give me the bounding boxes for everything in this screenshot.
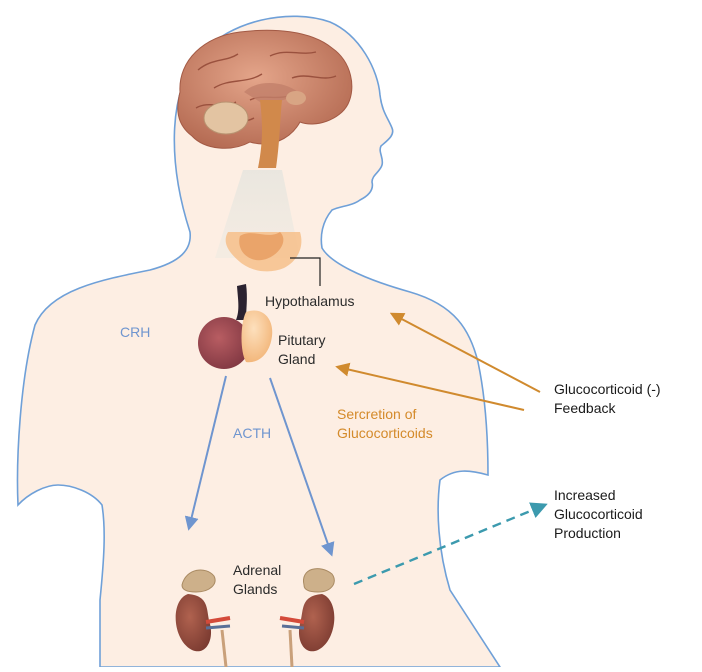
increased-label-line3: Production [554, 524, 621, 543]
secretion-label-line2: Glucocorticoids [337, 424, 433, 443]
increased-label-line2: Glucocorticoid [554, 505, 643, 524]
feedback-label-line1: Glucocorticoid (-) [554, 380, 661, 399]
increased-label-line1: Increased [554, 486, 615, 505]
pituitary-label-line2: Gland [278, 350, 315, 369]
crh-label: CRH [120, 323, 150, 342]
hypothalamus-label: Hypothalamus [265, 292, 355, 311]
secretion-label-line1: Sercretion of [337, 405, 416, 424]
adrenal-label-line1: Adrenal [233, 561, 281, 580]
adrenal-label-line2: Glands [233, 580, 277, 599]
feedback-label-line2: Feedback [554, 399, 615, 418]
pituitary-label-line1: Pitutary [278, 331, 325, 350]
acth-label: ACTH [233, 424, 271, 443]
